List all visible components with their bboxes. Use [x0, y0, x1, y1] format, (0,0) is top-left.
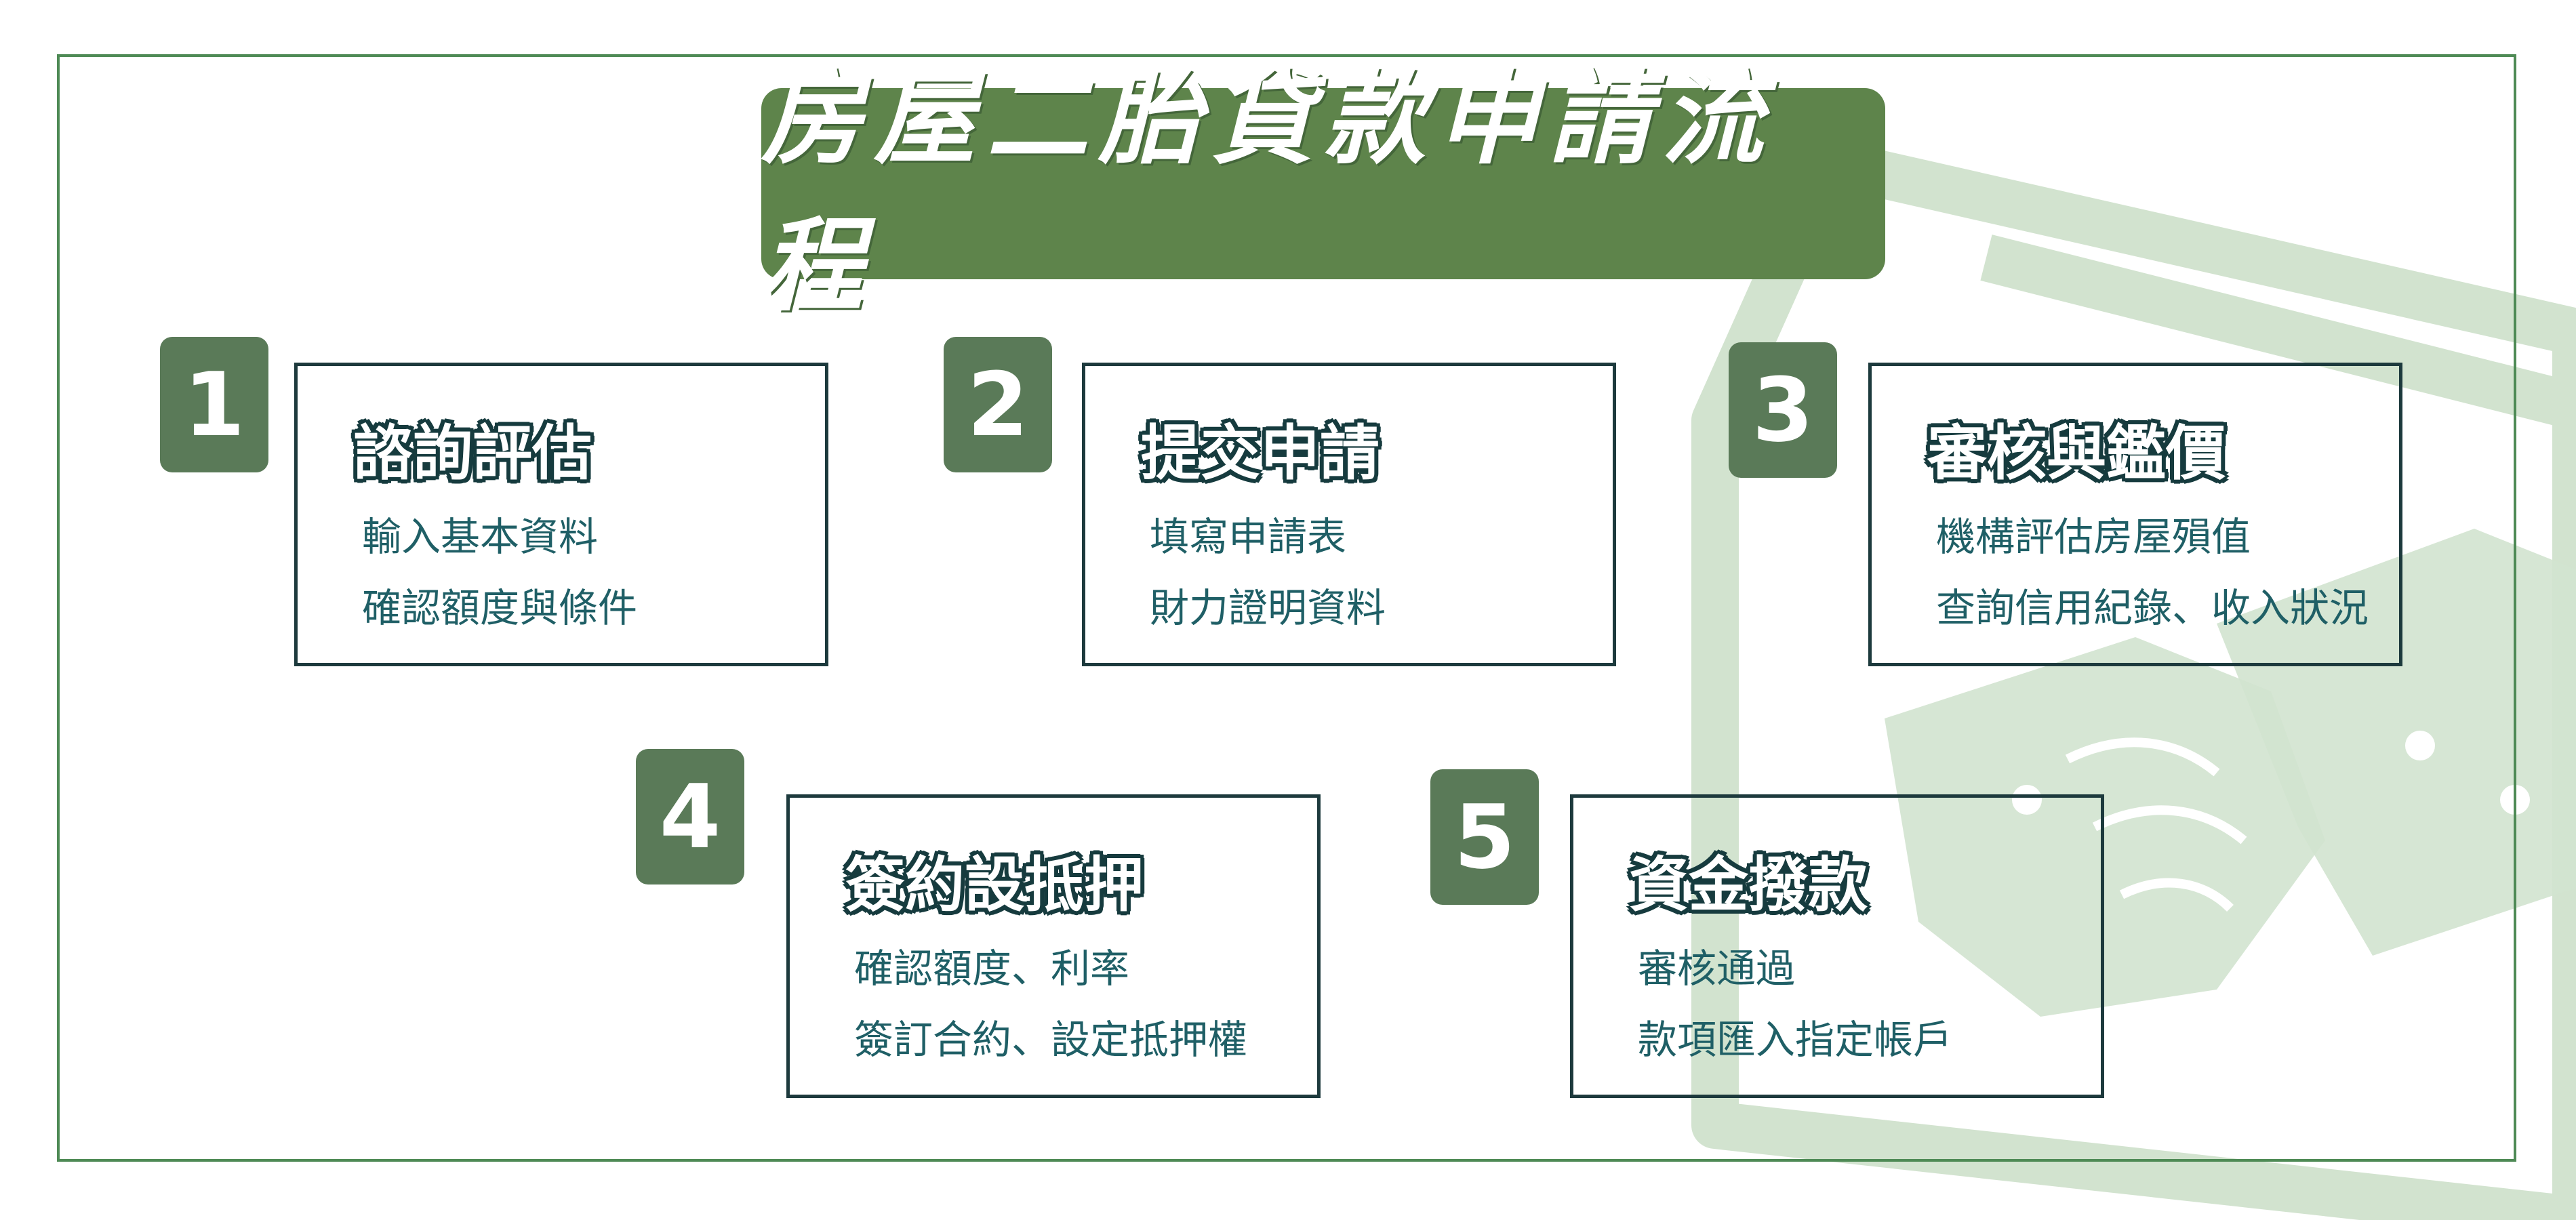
- step-3-title: 審核與鑑價: [1926, 418, 2226, 489]
- step-5-box: 資金撥款 審核通過 款項匯入指定帳戶: [1570, 794, 2104, 1098]
- step-4-title: 簽約設抵押: [844, 849, 1144, 921]
- step-1-line-2: 確認額度與條件: [362, 585, 638, 631]
- step-2-box: 提交申請 填寫申請表 財力證明資料: [1082, 363, 1616, 666]
- step-4-box: 簽約設抵押 確認額度、利率 簽訂合約、設定抵押權: [786, 794, 1321, 1098]
- step-4-number-badge: 4: [636, 749, 744, 884]
- page-title: 房屋二胎貸款申請流程: [761, 59, 1775, 325]
- step-3-box: 審核與鑑價 機構評估房屋殞值 查詢信用紀錄、收入狀況: [1868, 363, 2402, 666]
- step-5-title: 資金撥款: [1628, 849, 1868, 921]
- step-4-line-1: 確認額度、利率: [854, 946, 1130, 992]
- step-2-line-2: 財力證明資料: [1150, 585, 1386, 631]
- step-1-box: 諮詢評估 輸入基本資料 確認額度與條件: [294, 363, 828, 666]
- step-4-line-2: 簽訂合約、設定抵押權: [854, 1017, 1248, 1063]
- step-3-line-1: 機構評估房屋殞值: [1936, 514, 2251, 560]
- step-2-number-badge: 2: [944, 337, 1052, 472]
- step-3-line-2: 查詢信用紀錄、收入狀況: [1936, 585, 2369, 631]
- step-1-title: 諮詢評估: [352, 418, 592, 489]
- step-1-line-1: 輸入基本資料: [362, 514, 599, 560]
- step-5-line-2: 款項匯入指定帳戶: [1638, 1017, 1953, 1063]
- step-5-number-badge: 5: [1430, 769, 1539, 905]
- title-banner: 房屋二胎貸款申請流程: [761, 59, 1885, 325]
- step-1-number-badge: 1: [160, 337, 268, 472]
- step-2-title: 提交申請: [1140, 418, 1380, 489]
- step-2-line-1: 填寫申請表: [1150, 514, 1347, 560]
- step-3-number-badge: 3: [1729, 342, 1837, 478]
- step-5-line-1: 審核通過: [1638, 946, 1796, 992]
- outer-frame: [57, 54, 2516, 1162]
